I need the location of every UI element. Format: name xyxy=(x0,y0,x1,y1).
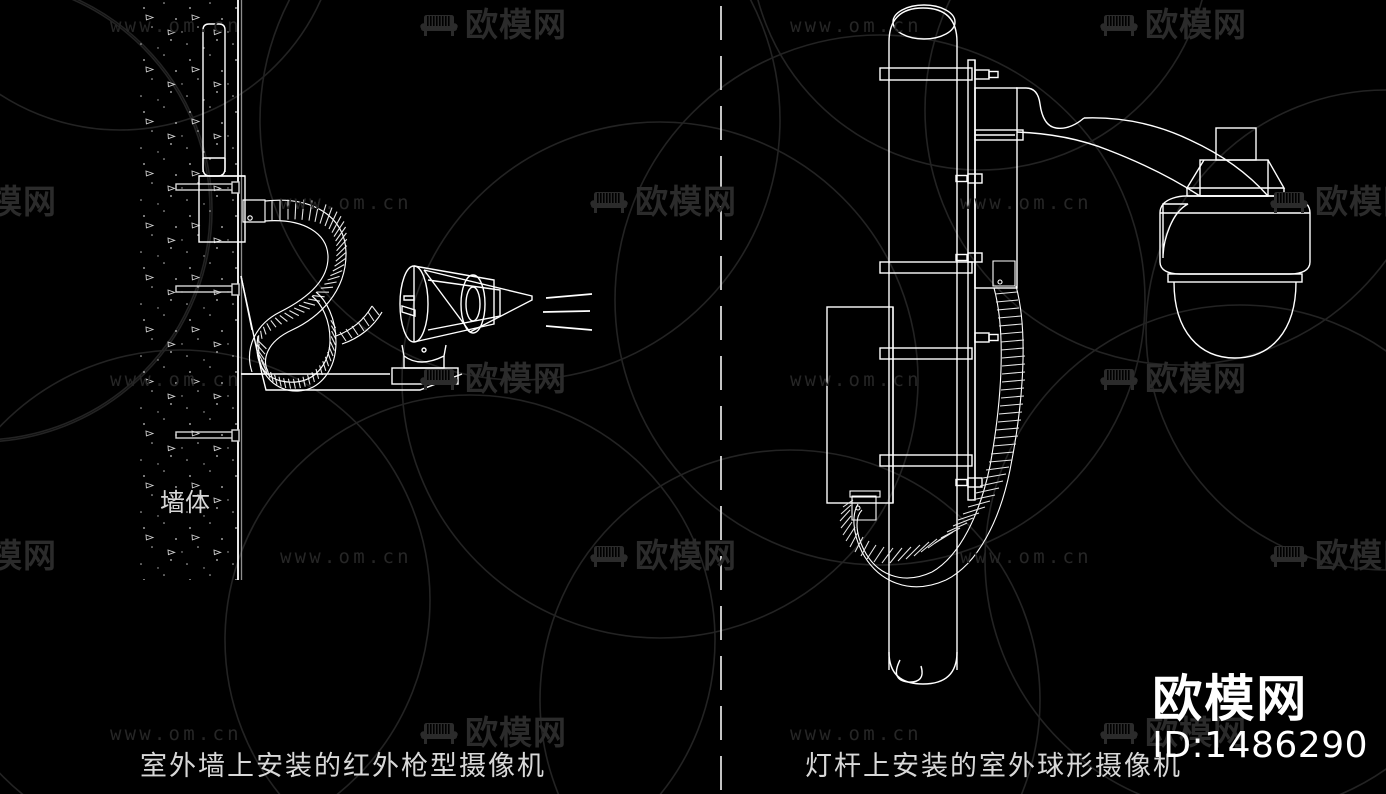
label-wall: 墙体 xyxy=(160,488,211,517)
wall-section xyxy=(138,0,243,580)
bracket-base xyxy=(974,87,1018,289)
equipment-cabinet xyxy=(826,306,894,504)
sun-shield xyxy=(423,269,533,333)
pole-bands xyxy=(879,67,973,467)
caption-left: 室外墙上安装的红外枪型摄像机 xyxy=(140,751,546,782)
right-panel-assembly xyxy=(826,4,1311,685)
anchor-bolt xyxy=(175,181,240,442)
brand-block: 欧模网 ID:1486290 xyxy=(1152,673,1368,766)
brand-id: ID:1486290 xyxy=(1152,725,1368,767)
junction-box xyxy=(198,175,246,243)
caption-right: 灯杆上安装的室外球形摄像机 xyxy=(805,751,1182,782)
flexible-conduit xyxy=(242,199,383,392)
brand-name: 欧模网 xyxy=(1152,670,1309,729)
left-panel-assembly xyxy=(138,0,593,580)
flexible-conduit xyxy=(839,260,1026,588)
ptz-dome-camera xyxy=(1159,127,1311,359)
bullet-camera xyxy=(391,265,533,385)
pole-cap xyxy=(892,4,956,40)
light-pole xyxy=(888,4,958,685)
dome-bubble xyxy=(1173,281,1297,359)
view-angle-lines xyxy=(542,293,593,331)
